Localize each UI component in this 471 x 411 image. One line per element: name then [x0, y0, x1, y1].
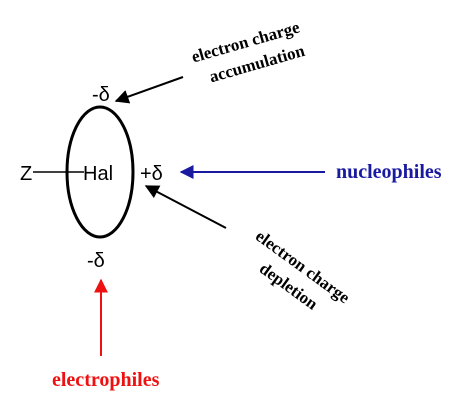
- accumulation-label: electron charge accumulation: [189, 17, 307, 86]
- atom-z: Z: [20, 163, 32, 185]
- charge-bottom: -δ: [87, 250, 105, 272]
- charge-top: -δ: [92, 84, 110, 106]
- charge-right: +δ: [140, 163, 163, 185]
- depletion-label: electron charge depletion: [252, 226, 354, 314]
- depletion-arrow: [144, 185, 227, 229]
- accumulation-arrow: [114, 76, 184, 104]
- nucleophiles-label: nucleophiles: [336, 161, 442, 183]
- electrophiles-label: electrophiles: [52, 369, 160, 391]
- atom-hal: Hal: [83, 163, 113, 185]
